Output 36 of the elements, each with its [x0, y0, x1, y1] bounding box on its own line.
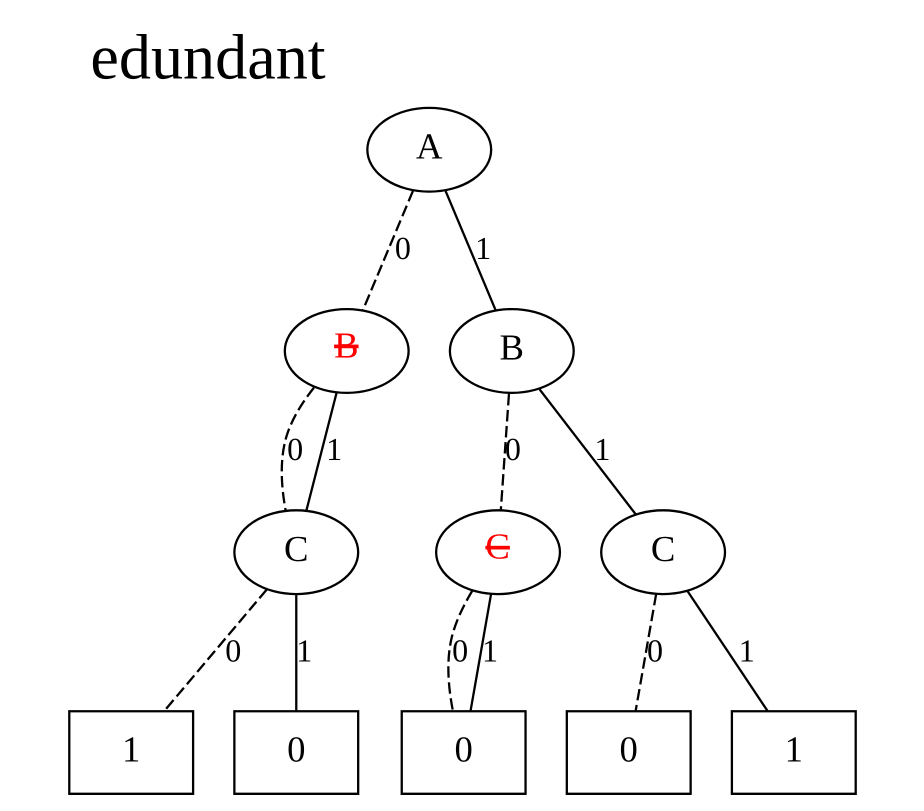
connector [634, 593, 657, 710]
edge-label: 1 [594, 430, 610, 467]
node-box: 1 [730, 710, 856, 794]
node-ellipse: B [283, 307, 410, 394]
node-box: 0 [400, 710, 526, 794]
edge-label: 1 [474, 229, 491, 266]
connector [304, 392, 338, 510]
node-ellipse: A [366, 106, 492, 192]
connector [468, 593, 492, 710]
edge-label: 1 [296, 632, 312, 668]
connector [686, 590, 768, 712]
edge-label: 0 [504, 430, 520, 467]
node-box: 1 [68, 710, 194, 794]
edge-label: 0 [394, 229, 410, 266]
connector [444, 190, 496, 310]
node-ellipse: C [434, 508, 561, 595]
connector [163, 588, 268, 712]
node-box: 0 [232, 710, 359, 794]
connector [280, 386, 314, 510]
edge-label: 1 [326, 430, 342, 467]
edge-label: 1 [738, 632, 754, 668]
connector [499, 393, 510, 510]
node-ellipse: C [600, 508, 726, 595]
edge-label: 0 [452, 632, 468, 668]
edge-label: 0 [286, 430, 303, 467]
edge-label: 1 [481, 632, 498, 668]
connector [294, 594, 297, 711]
edge-label: 0 [646, 632, 663, 668]
connector [538, 388, 636, 514]
connector [361, 190, 414, 310]
connector [446, 590, 473, 710]
diagram-title: edundant [90, 21, 326, 92]
edge-label: 0 [224, 632, 241, 668]
node-box: 0 [565, 710, 692, 794]
node-ellipse: C [232, 508, 359, 595]
node-ellipse: B [448, 307, 574, 394]
